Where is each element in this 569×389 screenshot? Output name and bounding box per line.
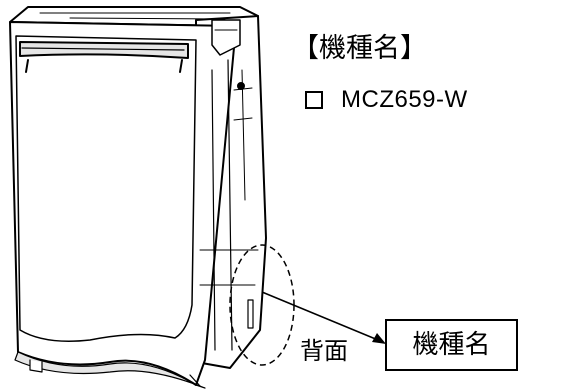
purifier-handle	[19, 41, 189, 59]
model-option-row[interactable]: MCZ659-W	[305, 86, 468, 114]
model-name-label-text: 機種名	[412, 330, 491, 360]
model-name-heading: 【機種名】	[292, 33, 427, 64]
purifier-top-slider	[211, 19, 241, 56]
back-label-slot	[247, 299, 254, 329]
model-name-label-box: 機種名	[385, 319, 518, 371]
model-number-label: MCZ659-W	[341, 86, 468, 113]
back-side-label: 背面	[300, 337, 348, 365]
purifier-base	[14, 351, 206, 389]
purifier-front-panel	[9, 21, 237, 386]
leader-arrow	[261, 291, 386, 344]
model-checkbox[interactable]	[305, 91, 323, 109]
side-button-icon	[237, 82, 245, 90]
purifier-front-inner-panel	[15, 35, 197, 342]
